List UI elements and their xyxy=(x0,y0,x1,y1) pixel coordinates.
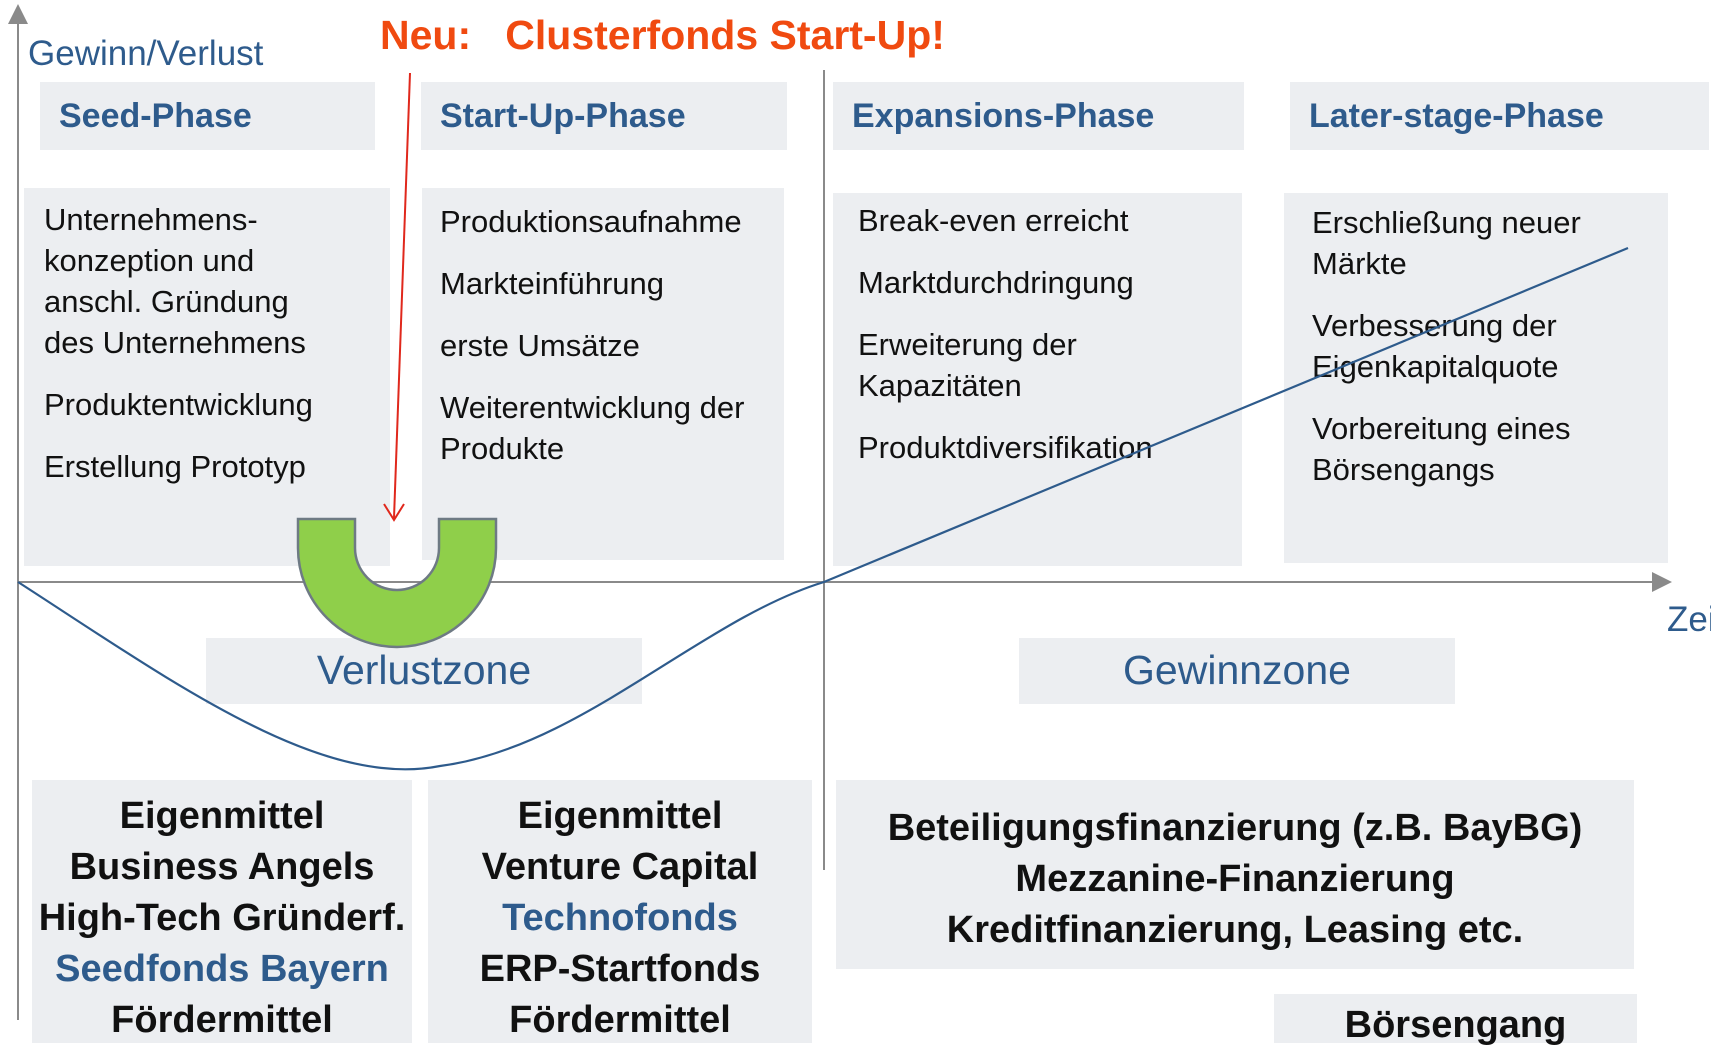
financing-item: Venture Capital xyxy=(481,846,759,888)
list-item: Erschließung neuer Märkte xyxy=(1312,205,1581,281)
x-axis-label: Zeit xyxy=(1667,600,1711,639)
list-item: Weiterentwicklung der Produkte xyxy=(440,390,745,466)
profit-zone-label: Gewinnzone xyxy=(1019,638,1455,704)
financing-item: Fördermittel xyxy=(111,999,333,1041)
list-item: Erstellung Prototyp xyxy=(44,449,306,484)
header-seed-phase: Seed-Phase xyxy=(40,82,375,150)
financing-startup-box: Eigenmittel Venture Capital Technofonds … xyxy=(428,780,812,1043)
list-item: erste Umsätze xyxy=(440,328,640,363)
list-item: Markteinführung xyxy=(440,266,665,301)
seed-phase-list: Unternehmens- konzeption und anschl. Grü… xyxy=(44,199,384,508)
financing-item-seedfonds: Seedfonds Bayern xyxy=(55,948,389,990)
financing-item: Beteiligungsfinanzierung (z.B. BayBG) xyxy=(887,807,1583,849)
startup-phase-list: Produktionsaufnahme Markteinführung erst… xyxy=(440,201,790,490)
list-item: Marktdurchdringung xyxy=(858,265,1134,300)
header-later-stage-phase: Later-stage-Phase xyxy=(1290,82,1709,150)
financing-seed-box: Eigenmittel Business Angels High-Tech Gr… xyxy=(32,780,412,1043)
financing-item: Mezzanine-Finanzierung xyxy=(1015,858,1455,900)
list-item: Unternehmens- konzeption und anschl. Grü… xyxy=(44,202,306,360)
financing-item-technofonds: Technofonds xyxy=(502,897,738,939)
financing-item: Kreditfinanzierung, Leasing etc. xyxy=(946,909,1524,951)
y-axis-label: Gewinn/Verlust xyxy=(28,34,264,73)
financing-later-box: Börsengang xyxy=(1274,994,1637,1046)
loss-zone-label: Verlustzone xyxy=(206,638,642,704)
list-item: Erweiterung der Kapazitäten xyxy=(858,327,1077,403)
later-stage-phase-list: Erschließung neuer Märkte Verbesserung d… xyxy=(1312,202,1672,511)
financing-item: Eigenmittel xyxy=(119,795,325,837)
financing-expansion-box: Beteiligungsfinanzierung (z.B. BayBG) Me… xyxy=(836,780,1634,969)
list-item: Produktionsaufnahme xyxy=(440,204,742,239)
financing-item: High-Tech Gründerf. xyxy=(38,897,406,939)
list-item: Break-even erreicht xyxy=(858,203,1129,238)
title-clusterfonds: Neu: Clusterfonds Start-Up! xyxy=(380,12,945,58)
financing-item: Fördermittel xyxy=(509,999,731,1041)
financing-item: ERP-Startfonds xyxy=(479,948,761,990)
list-item: Verbesserung der Eigenkapitalquote xyxy=(1312,308,1559,384)
list-item: Produktdiversifikation xyxy=(858,430,1153,465)
header-expansion-phase: Expansions-Phase xyxy=(833,82,1244,150)
header-startup-phase: Start-Up-Phase xyxy=(421,82,787,150)
financing-item: Börsengang xyxy=(1344,1004,1567,1046)
financing-item: Eigenmittel xyxy=(517,795,723,837)
expansion-phase-list: Break-even erreicht Marktdurchdringung E… xyxy=(858,200,1238,489)
list-item: Vorbereitung eines Börsengangs xyxy=(1312,411,1571,487)
list-item: Produktentwicklung xyxy=(44,387,313,422)
financing-item: Business Angels xyxy=(69,846,375,888)
